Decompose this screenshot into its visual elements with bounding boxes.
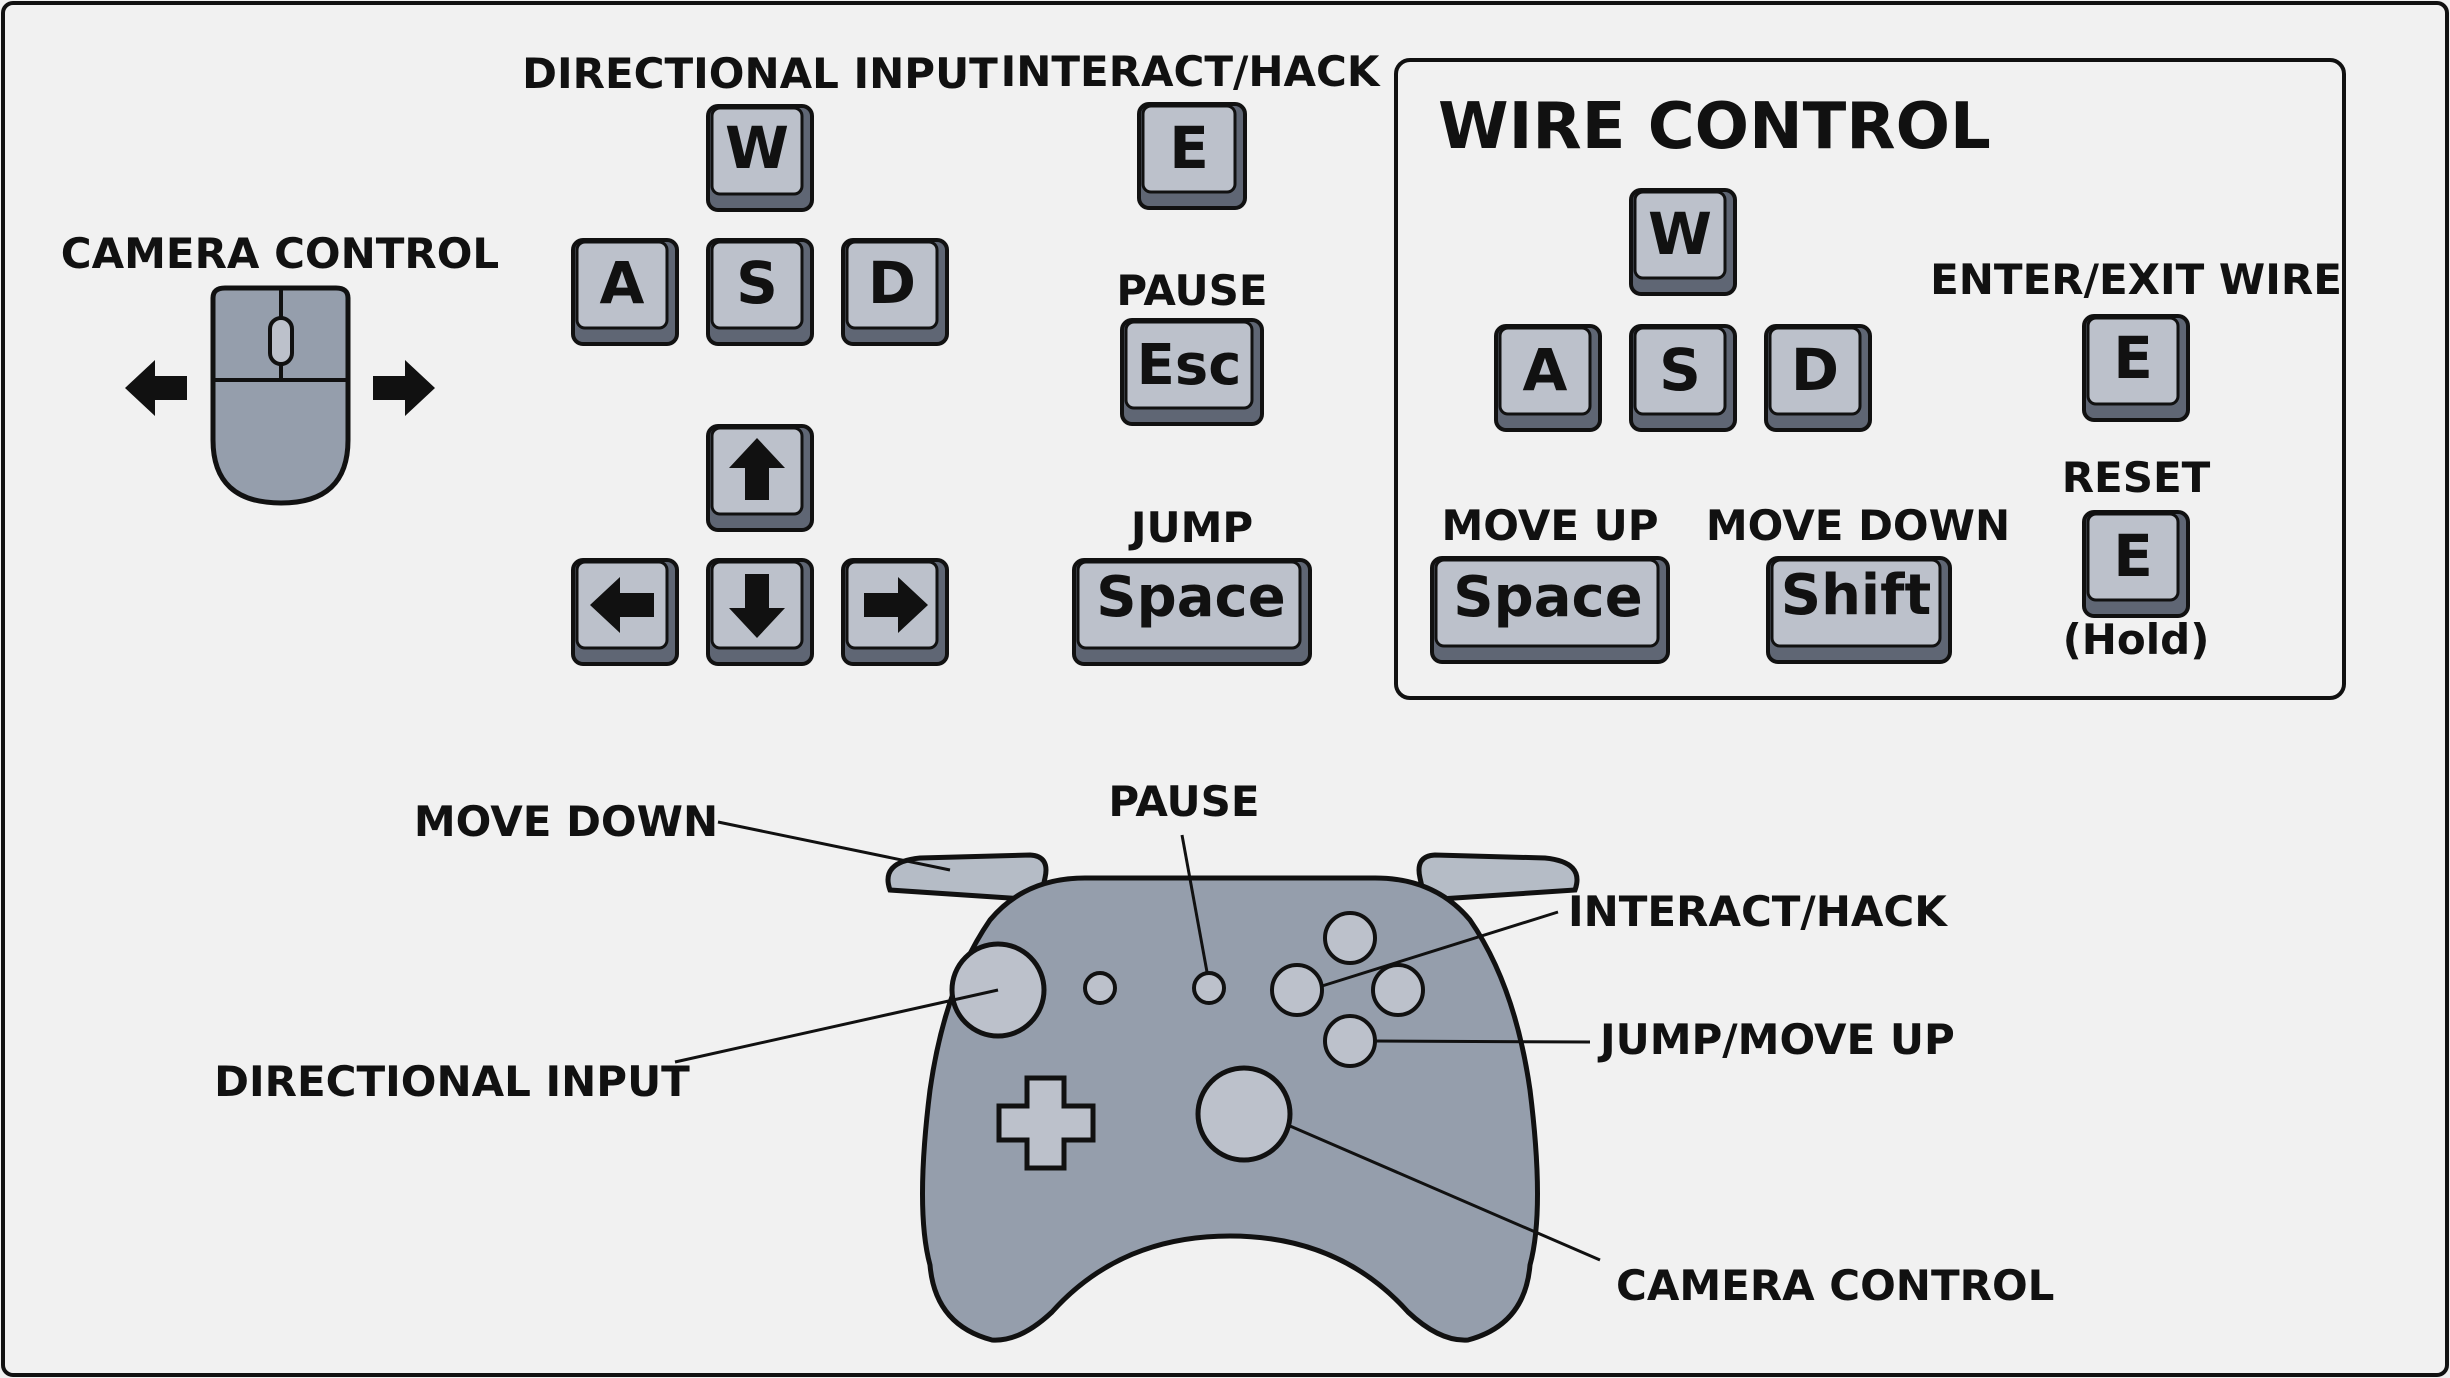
right-trigger bbox=[1416, 852, 1580, 903]
pause-label: PAUSE bbox=[1116, 266, 1267, 315]
view-button bbox=[1083, 971, 1117, 1005]
key-e-label: E bbox=[1169, 114, 1209, 182]
key-w: W bbox=[706, 104, 814, 212]
wire-move-down-label: MOVE DOWN bbox=[1706, 501, 2010, 550]
key-a: A bbox=[571, 238, 679, 346]
key-a-label: A bbox=[600, 249, 645, 317]
arrow-right-icon bbox=[864, 577, 928, 633]
key-s-label: S bbox=[736, 249, 778, 317]
dpad bbox=[996, 1075, 1096, 1171]
wire-key-e-reset-label: E bbox=[2113, 522, 2153, 590]
key-space: Space bbox=[1072, 558, 1312, 666]
reset-label: RESET bbox=[2062, 453, 2211, 502]
wire-key-s-label: S bbox=[1659, 336, 1701, 404]
arrow-down-icon bbox=[729, 574, 785, 638]
wire-key-space: Space bbox=[1430, 556, 1670, 664]
gamepad-camera-label: CAMERA CONTROL bbox=[1616, 1261, 2054, 1310]
directional-input-label: DIRECTIONAL INPUT bbox=[522, 49, 998, 98]
key-arrow-left bbox=[571, 558, 679, 666]
gamepad-jump-label: JUMP/MOVE UP bbox=[1597, 1015, 1955, 1064]
key-space-label: Space bbox=[1096, 565, 1285, 630]
wire-key-e-reset: E bbox=[2082, 510, 2190, 618]
wire-key-w-label: W bbox=[1648, 200, 1712, 268]
wire-key-a: A bbox=[1494, 324, 1602, 432]
wire-key-e-enter-label: E bbox=[2113, 324, 2153, 392]
key-e-interact: E bbox=[1137, 102, 1247, 210]
wire-key-shift-label: Shift bbox=[1781, 563, 1932, 628]
gamepad-move-down-label: MOVE DOWN bbox=[414, 797, 718, 846]
face-button-bottom bbox=[1323, 1014, 1377, 1068]
key-d: D bbox=[841, 238, 949, 346]
face-button-left bbox=[1270, 963, 1324, 1017]
wire-key-shift: Shift bbox=[1766, 556, 1952, 664]
reset-hold-note: (Hold) bbox=[2063, 615, 2210, 664]
gamepad-icon bbox=[885, 852, 1580, 1343]
key-arrow-down bbox=[706, 558, 814, 666]
key-arrow-right bbox=[841, 558, 949, 666]
wire-key-e-enter: E bbox=[2082, 314, 2190, 422]
arrow-right-icon bbox=[373, 360, 435, 416]
arrow-up-icon bbox=[729, 438, 785, 500]
wire-key-a-label: A bbox=[1523, 336, 1568, 404]
camera-control-label: CAMERA CONTROL bbox=[61, 229, 499, 278]
mouse-icon bbox=[210, 285, 351, 506]
jump-label: JUMP bbox=[1128, 503, 1253, 552]
wire-control-title: WIRE CONTROL bbox=[1438, 90, 1991, 164]
interact-hack-label: INTERACT/HACK bbox=[1001, 47, 1381, 96]
key-s: S bbox=[706, 238, 814, 346]
wire-key-d-label: D bbox=[1791, 336, 1839, 404]
key-w-label: W bbox=[725, 114, 789, 182]
wire-move-up-label: MOVE UP bbox=[1441, 501, 1658, 550]
wire-key-w: W bbox=[1629, 188, 1737, 296]
key-arrow-up bbox=[706, 424, 814, 532]
wire-key-d: D bbox=[1764, 324, 1872, 432]
gamepad-interact-label: INTERACT/HACK bbox=[1568, 887, 1948, 936]
menu-button bbox=[1192, 971, 1226, 1005]
gamepad-leader-lines bbox=[674, 820, 1601, 1262]
key-d-label: D bbox=[868, 249, 916, 317]
gamepad-directional-label: DIRECTIONAL INPUT bbox=[214, 1057, 690, 1106]
enter-exit-wire-label: ENTER/EXIT WIRE bbox=[1930, 255, 2342, 304]
gamepad-pause-label: PAUSE bbox=[1108, 777, 1259, 826]
wire-key-space-label: Space bbox=[1453, 565, 1642, 630]
arrow-left-icon bbox=[125, 360, 187, 416]
key-esc: Esc bbox=[1120, 318, 1264, 426]
wire-key-s: S bbox=[1629, 324, 1737, 432]
right-stick bbox=[1195, 1065, 1293, 1163]
arrow-left-icon bbox=[590, 577, 654, 633]
face-button-top bbox=[1323, 911, 1377, 965]
face-button-right bbox=[1371, 963, 1425, 1017]
key-esc-label: Esc bbox=[1137, 333, 1242, 398]
